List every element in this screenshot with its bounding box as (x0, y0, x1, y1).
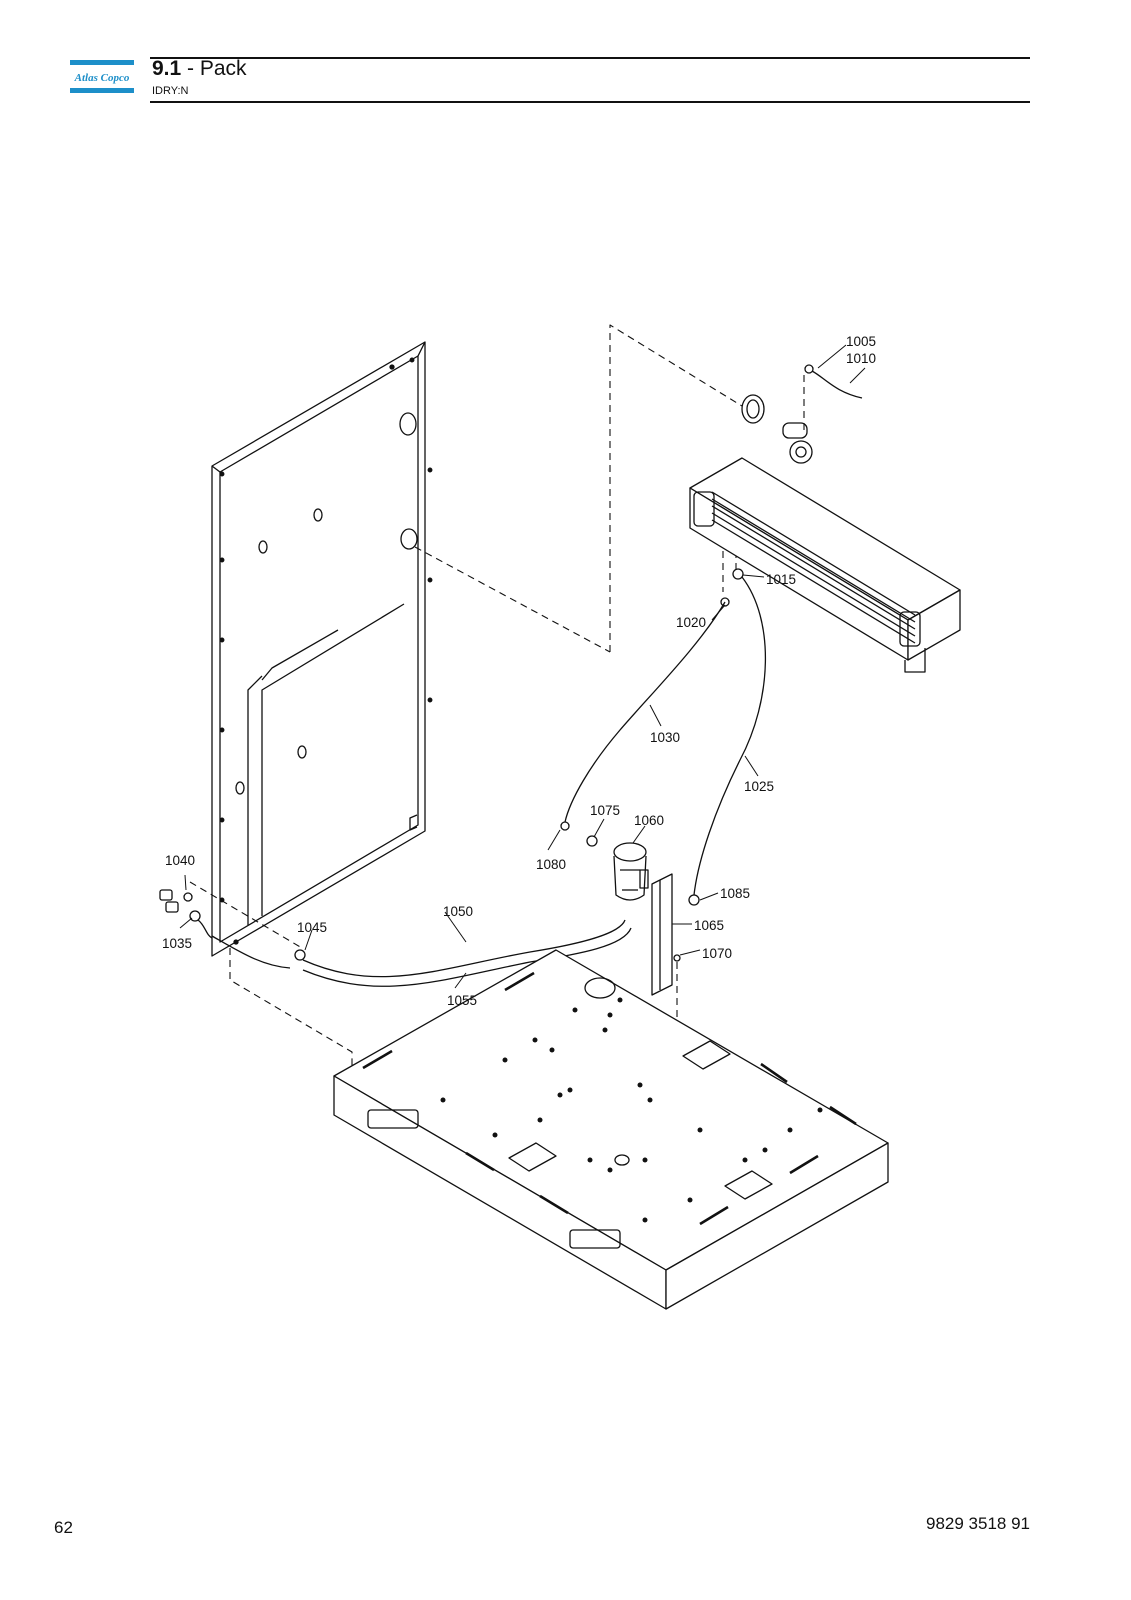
callout-label: 1030 (650, 730, 680, 745)
header-bottom-rule (150, 101, 1030, 103)
fitting-1075 (586, 835, 598, 847)
callout-label: 1025 (744, 779, 774, 794)
drain-valve (741, 364, 863, 464)
section-name: Pack (199, 57, 247, 80)
leader-lines (179, 344, 866, 989)
callout-label: 1060 (634, 813, 664, 828)
document-number: 9829 3518 91 (926, 1514, 1030, 1533)
callout-label: 1070 (702, 946, 732, 961)
section-separator: - (181, 57, 200, 80)
heat-exchanger (689, 457, 961, 673)
callout-label: 1045 (297, 920, 327, 935)
atlas-copco-logo: Atlas Copco (70, 60, 134, 94)
callout-label: 1035 (162, 936, 192, 951)
mounting-bracket (651, 873, 681, 996)
callout-label: 1010 (846, 351, 876, 366)
callout-label: 1075 (590, 803, 620, 818)
fitting-1045 (294, 949, 306, 961)
hoses (211, 576, 767, 987)
page-number: 62 (54, 1518, 73, 1537)
callout-label: 1065 (694, 918, 724, 933)
callout-label: 1005 (846, 334, 876, 349)
base-frame (333, 949, 889, 1310)
header-top-rule (150, 57, 1030, 59)
fitting-1020 (720, 597, 730, 607)
fitting-1015 (732, 568, 744, 580)
section-subtitle: IDRY:N (152, 85, 189, 97)
callout-label: 1015 (766, 572, 796, 587)
filter (613, 842, 649, 901)
callout-label: 1055 (447, 993, 477, 1008)
callout-label: 1040 (165, 853, 195, 868)
callout-label: 1020 (676, 615, 706, 630)
fitting-1085 (688, 894, 700, 906)
section-title: 9.1 - Pack (152, 56, 247, 82)
small-parts (159, 889, 239, 945)
callout-label: 1080 (536, 857, 566, 872)
svg-text:Atlas Copco: Atlas Copco (74, 72, 130, 84)
fitting-1080 (560, 821, 570, 831)
section-number: 9.1 (152, 57, 182, 80)
callout-labels: 1005 1010 1015 1020 1025 1030 1035 1040 … (162, 334, 876, 1008)
callout-label: 1085 (720, 886, 750, 901)
base-holes (440, 997, 823, 1223)
callout-label: 1050 (443, 904, 473, 919)
side-panel (211, 341, 433, 957)
